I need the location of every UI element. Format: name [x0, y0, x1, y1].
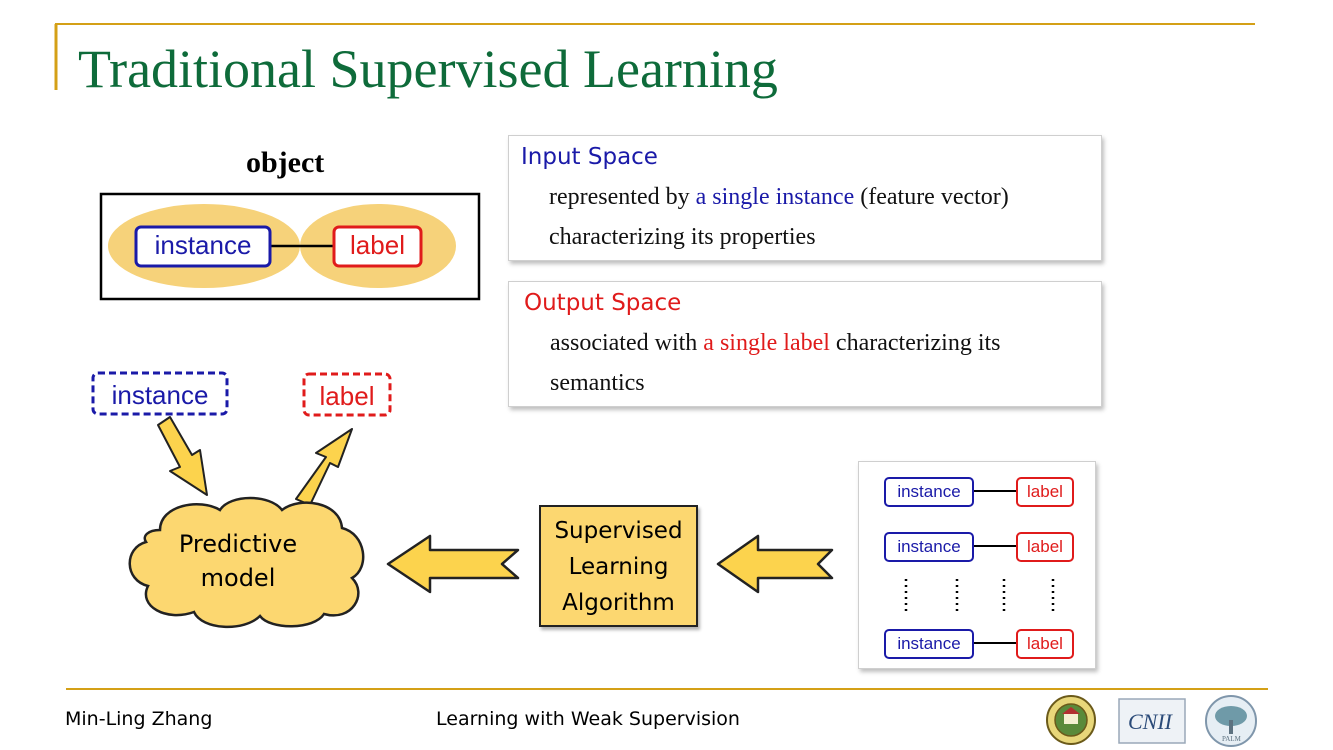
instance-to-model-arrow	[157, 416, 208, 496]
object-label-box: label	[350, 230, 405, 260]
training-instance-2: instance	[884, 532, 974, 562]
algorithm-to-model-arrow	[386, 534, 520, 594]
footer-talk-title: Learning with Weak Supervision	[436, 708, 740, 730]
prediction-arrows	[157, 416, 353, 505]
output-space-line1: associated with a single label character…	[550, 330, 1001, 356]
single-instance-highlight: a single instance	[695, 184, 855, 210]
predictive-model-cloud	[128, 496, 365, 628]
training-label-3: label	[1016, 629, 1074, 659]
output-space-heading: Output Space	[524, 290, 682, 316]
prediction-instance-box: instance	[111, 380, 209, 410]
slide-title: Traditional Supervised Learning	[78, 39, 778, 99]
single-label-highlight: a single label	[703, 330, 830, 356]
training-set-panel: instance label instance label instance l…	[858, 461, 1096, 669]
data-to-algorithm-arrow	[716, 534, 834, 594]
input-space-box: Input Space represented by a single inst…	[508, 135, 1102, 261]
object-heading: object	[246, 146, 325, 179]
input-space-heading: Input Space	[521, 144, 658, 170]
algorithm-line1: Supervised	[554, 518, 683, 544]
output-space-box: Output Space associated with a single la…	[508, 281, 1102, 407]
ellipsis-dots	[904, 579, 1055, 614]
model-to-label-arrow	[295, 428, 353, 505]
training-label-2: label	[1016, 532, 1074, 562]
training-label-1: label	[1016, 477, 1074, 507]
model-label-line2: model	[200, 564, 276, 592]
palm-logo: PALM	[1205, 695, 1257, 747]
footer-divider	[66, 688, 1268, 690]
object-diagram	[99, 192, 481, 301]
seu-seal-logo	[1046, 695, 1096, 745]
svg-text:PALM: PALM	[1222, 735, 1242, 743]
input-space-line2: characterizing its properties	[549, 224, 816, 250]
supervised-learning-algorithm-box: Supervised Learning Algorithm	[539, 505, 698, 627]
model-label-line1: Predictive	[178, 530, 298, 558]
footer-author: Min-Ling Zhang	[65, 708, 213, 730]
algorithm-line2: Learning	[568, 554, 669, 580]
prediction-label-box: label	[319, 381, 375, 411]
object-instance-box: instance	[154, 230, 252, 260]
svg-text:CNII: CNII	[1128, 709, 1174, 734]
training-set-connectors	[904, 490, 1055, 644]
input-space-line1: represented by a single instance (featur…	[549, 184, 1009, 210]
algorithm-line3: Algorithm	[562, 590, 675, 616]
cnii-logo: CNII	[1118, 698, 1186, 744]
output-space-line2: semantics	[550, 370, 645, 396]
training-instance-1: instance	[884, 477, 974, 507]
training-instance-3: instance	[884, 629, 974, 659]
title-decoration	[54, 23, 1255, 90]
prediction-io-boxes	[91, 371, 392, 417]
